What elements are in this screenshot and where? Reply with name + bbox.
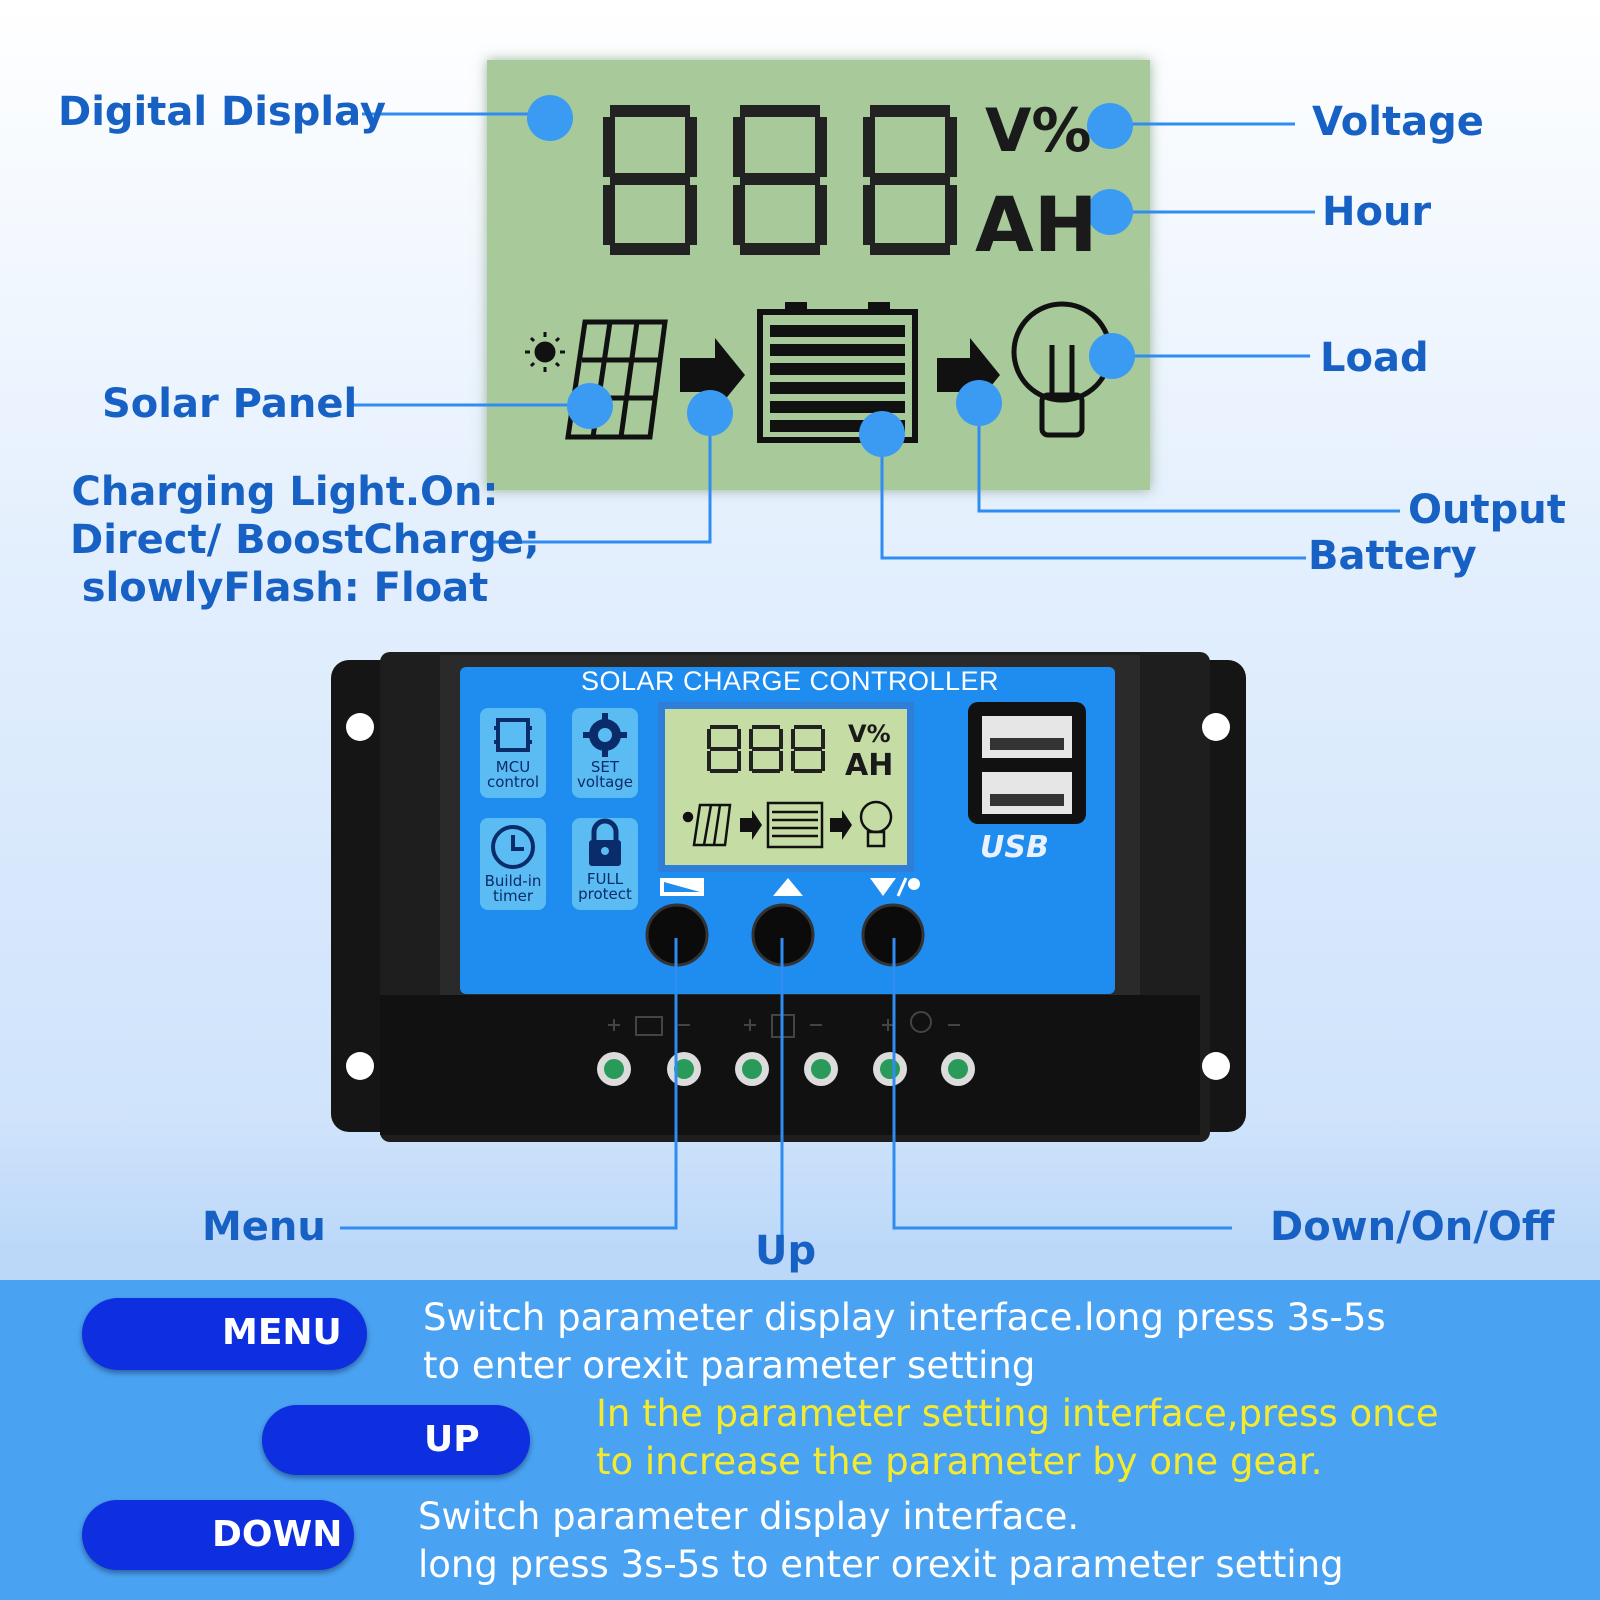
usb-port[interactable] bbox=[968, 702, 1086, 824]
up-pill: UP bbox=[262, 1405, 530, 1475]
lock-icon bbox=[589, 818, 621, 866]
battery-icon bbox=[757, 302, 918, 443]
sun-icon bbox=[525, 332, 565, 372]
callout-voltage: Voltage bbox=[1312, 99, 1484, 145]
lcd-unit-amp-hour: AH bbox=[975, 180, 1098, 269]
charging-line-1: Charging Light.On: bbox=[71, 469, 499, 515]
device-title: SOLAR CHARGE CONTROLLER bbox=[580, 666, 1000, 696]
solar-panel-icon bbox=[565, 319, 668, 440]
mount-hole bbox=[346, 1052, 374, 1080]
mount-hole bbox=[1202, 1052, 1230, 1080]
menu-button-icon bbox=[660, 878, 704, 896]
feature-set-voltage: SET voltage bbox=[576, 758, 634, 791]
menu-pill: MENU bbox=[82, 1298, 367, 1370]
charging-line-2: Direct/ BoostCharge; bbox=[70, 517, 540, 563]
mount-hole bbox=[1202, 713, 1230, 741]
feature-full-protect: FULL protect bbox=[578, 870, 632, 903]
up-button-icon bbox=[773, 878, 803, 896]
usb-label: USB bbox=[980, 830, 1049, 865]
callout-hour: Hour bbox=[1322, 189, 1432, 235]
gear-icon bbox=[583, 713, 627, 757]
down-button-icon bbox=[870, 877, 920, 897]
menu-pill-label: MENU bbox=[222, 1312, 342, 1353]
seven-segment-digit-1 bbox=[603, 105, 697, 255]
menu-description: Switch parameter display interface.long … bbox=[423, 1296, 1386, 1387]
seven-segment-digit-3 bbox=[863, 105, 957, 255]
callout-menu: Menu bbox=[202, 1204, 326, 1250]
feature-mcu-control: MCU control bbox=[487, 758, 539, 791]
mini-icon-row bbox=[682, 800, 893, 849]
mini-digits bbox=[707, 725, 825, 773]
callout-up: Up bbox=[755, 1228, 817, 1274]
callout-load: Load bbox=[1320, 335, 1429, 381]
voltage-marker bbox=[1087, 103, 1133, 149]
callout-down-on-off: Down/On/Off bbox=[1270, 1204, 1555, 1250]
charge-controller-device bbox=[331, 652, 1246, 1142]
feature-build-in-timer: Build-in timer bbox=[484, 872, 542, 905]
up-description: In the parameter setting interface,press… bbox=[596, 1392, 1439, 1483]
hour-marker bbox=[1087, 189, 1133, 235]
clock-icon bbox=[491, 825, 535, 869]
solar-panel-marker bbox=[567, 383, 613, 429]
digital-display-marker bbox=[527, 95, 573, 141]
load-marker bbox=[1089, 333, 1135, 379]
callout-digital-display: Digital Display bbox=[58, 89, 386, 135]
output-marker bbox=[956, 380, 1002, 426]
mini-lcd-unit-bottom: AH bbox=[845, 748, 894, 783]
lcd-unit-voltage-percent: V% bbox=[985, 96, 1092, 166]
up-pill-label: UP bbox=[424, 1419, 480, 1460]
down-pill-label: DOWN bbox=[212, 1514, 343, 1555]
seven-segment-digit-2 bbox=[733, 105, 827, 255]
down-description: Switch parameter display interface. long… bbox=[418, 1495, 1344, 1586]
chip-icon bbox=[494, 718, 532, 752]
callout-solar-panel: Solar Panel bbox=[102, 381, 358, 427]
callout-charging-light: Charging Light.On: Direct/ BoostCharge; … bbox=[70, 468, 540, 612]
charging-arrow-icon bbox=[680, 338, 745, 412]
charging-line-3: slowlyFlash: Float bbox=[81, 565, 489, 611]
callout-battery: Battery bbox=[1308, 533, 1477, 579]
battery-marker bbox=[859, 411, 905, 457]
screw-terminals bbox=[597, 1052, 975, 1086]
callout-output: Output bbox=[1408, 487, 1566, 533]
mini-lcd-unit-top: V% bbox=[848, 720, 891, 748]
charging-light-marker bbox=[687, 390, 733, 436]
down-pill: DOWN bbox=[82, 1500, 354, 1570]
terminal-markings bbox=[608, 1011, 960, 1038]
mount-hole bbox=[346, 713, 374, 741]
